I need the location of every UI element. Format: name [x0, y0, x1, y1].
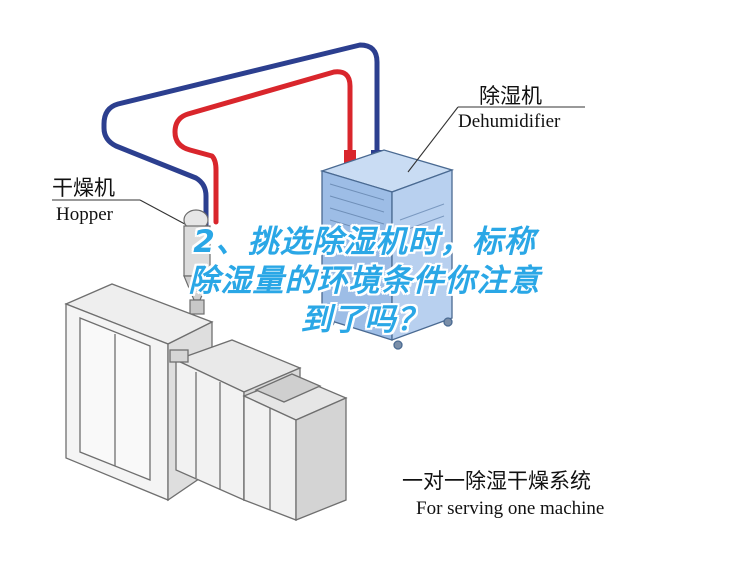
system-label-cn: 一对一除湿干燥系统	[402, 469, 591, 493]
hopper-label-en: Hopper	[56, 204, 113, 225]
dehumidifier-unit	[319, 149, 455, 350]
dehumidifier-leader	[407, 106, 585, 173]
blue-return-pipe	[101, 42, 380, 229]
headline-line-1: 2、挑选除湿机时，标称	[193, 224, 536, 260]
dehumidifier-label-en: Dehumidifier	[458, 111, 561, 132]
hopper-label-cn: 干燥机	[52, 176, 115, 200]
injection-molding-machine	[64, 283, 348, 521]
system-label-en: For serving one machine	[416, 498, 605, 519]
red-supply-pipe	[172, 69, 353, 225]
dehumidifier-label-cn: 除湿机	[479, 84, 542, 108]
headline-line-2: 除湿量的环境条件你注意	[188, 263, 541, 299]
headline-line-3: 到了吗？	[300, 302, 429, 338]
